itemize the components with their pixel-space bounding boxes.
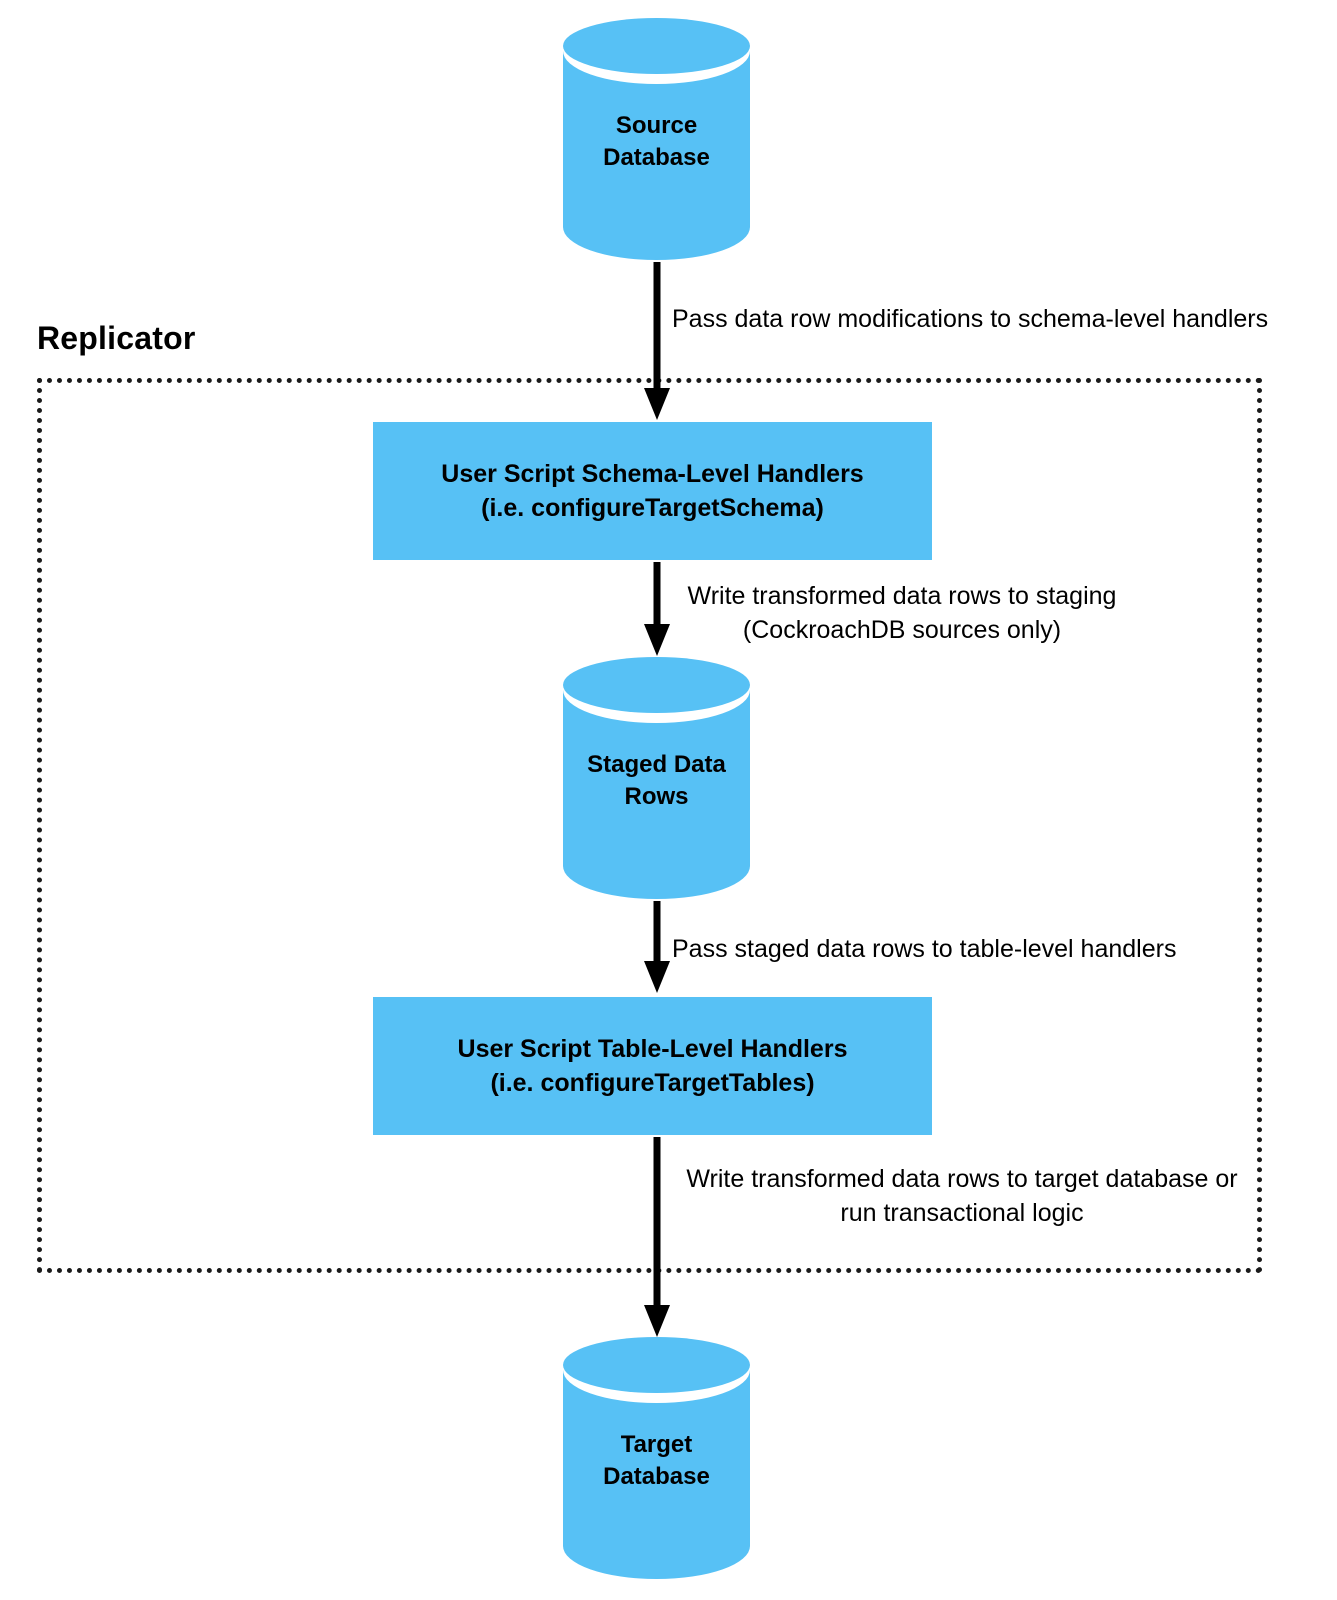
edge-label-schema-handlers-to-staging: Write transformed data rows to staging (… [687, 582, 1117, 644]
node-staged-data-rows: Staged Data Rows [563, 657, 750, 899]
replicator-container-label: Replicator [37, 320, 196, 356]
node-table-level-handlers: User Script Table-Level Handlers (i.e. c… [373, 997, 932, 1135]
edge-label-table-handlers-to-target: Write transformed data rows to target da… [686, 1165, 1238, 1227]
node-schema-level-handlers-label: User Script Schema-Level Handlers (i.e. … [441, 459, 864, 523]
edge-label-staging-to-table-handlers: Pass staged data rows to table-level han… [672, 935, 1177, 963]
arrow-staging-to-table-handlers [643, 901, 671, 993]
node-source-database: Source Database [563, 18, 750, 260]
arrow-schema-handlers-to-staging [643, 562, 671, 656]
node-table-level-handlers-label: User Script Table-Level Handlers (i.e. c… [457, 1034, 848, 1098]
replicator-container-boundary [37, 378, 1262, 1273]
node-target-database: Target Database [563, 1337, 750, 1579]
edge-label-source-to-schema-handlers: Pass data row modifications to schema-le… [672, 305, 1269, 333]
arrow-table-handlers-to-target [643, 1137, 671, 1337]
arrow-source-to-schema-handlers [643, 262, 671, 420]
node-schema-level-handlers: User Script Schema-Level Handlers (i.e. … [373, 422, 932, 560]
